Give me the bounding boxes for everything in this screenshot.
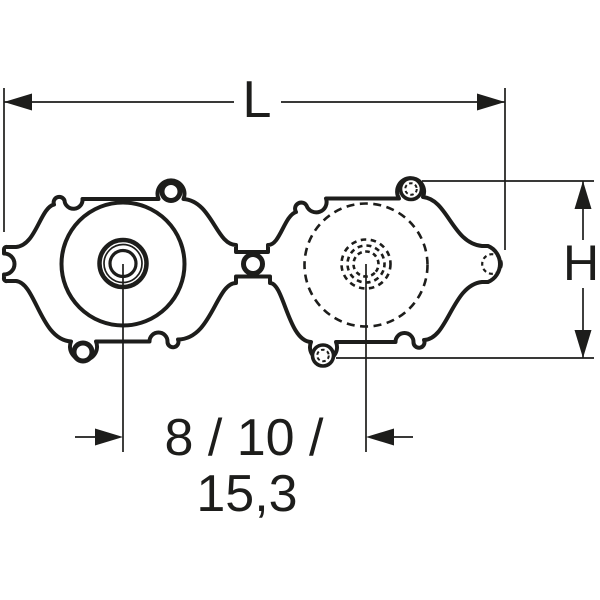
height-arrowhead-top (574, 181, 592, 209)
offset-arrowhead-left (95, 428, 123, 446)
offset-values-line1: 8 / 10 / (165, 409, 325, 467)
length-arrowhead-left (4, 93, 32, 111)
offset-arrowhead-right (366, 428, 394, 446)
right-plate-top-hole-hidden (404, 182, 418, 196)
right-socket-hidden-ring-outer (340, 238, 392, 290)
height-label: H (563, 235, 599, 291)
offset-values-line2: 15,3 (196, 465, 297, 523)
right-plate-detail (303, 176, 503, 368)
junction-ring (241, 252, 265, 276)
right-plate-bottom-hole-hidden (316, 348, 330, 363)
height-arrowhead-bottom (574, 330, 592, 358)
right-socket-hidden-ring-middle (346, 244, 386, 284)
dimension-offsets: 8 / 10 / 15,3 (75, 264, 413, 523)
left-plate-top-hole (159, 180, 183, 203)
length-label: L (243, 71, 272, 129)
right-tab-hidden-hole (481, 253, 503, 275)
left-plate-bottom-hole (71, 340, 95, 364)
dimension-height: H (336, 180, 599, 359)
right-plate-top-hole (398, 176, 424, 202)
length-arrowhead-right (477, 93, 505, 111)
right-socket-hidden-ring-inner (352, 250, 380, 278)
dimension-length: L (3, 71, 506, 250)
right-plate-bottom-hole (310, 343, 336, 368)
